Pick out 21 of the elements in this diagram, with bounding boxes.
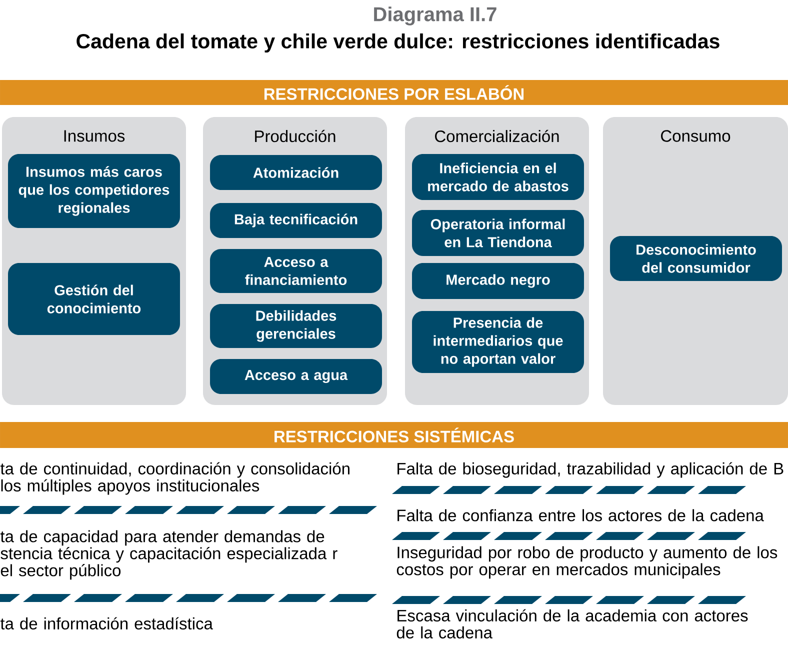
restriction-box: Gestión del conocimiento bbox=[8, 263, 180, 335]
restriction-box: Insumos más caros que los competidores regionales bbox=[8, 154, 180, 228]
restriction-box: Acceso a financiamiento bbox=[210, 249, 382, 293]
restriction-box: Atomización bbox=[210, 155, 382, 190]
restriction-text: Falta de confianza entre los actores de la cadena bbox=[398, 509, 764, 522]
restriction-box: Mercado negro bbox=[412, 263, 584, 299]
title: Diagrama II.7 bbox=[374, 6, 496, 26]
section-banner: RESTRICCIONES POR ESLABÓN bbox=[0, 80, 788, 105]
section-banner: RESTRICCIONES SISTÉMICAS bbox=[0, 422, 788, 448]
restriction-text: Inseguridad por robo de producto y aumento de los costos por operar en mercados municipales bbox=[396, 546, 778, 579]
restriction-box: Ineficiencia en el mercado de abastos bbox=[412, 154, 584, 200]
restriction-box: Presencia de intermediarios que no aportan valor bbox=[412, 311, 584, 373]
restriction-text: Escasa vinculación de la academia con actores de la cadena bbox=[396, 609, 748, 638]
restriction-box: Desconocimiento del consumidor bbox=[610, 236, 782, 281]
restriction-box: Acceso a agua bbox=[210, 359, 382, 394]
restriction-box: Debilidades gerenciales bbox=[210, 304, 382, 348]
caption: Cadena del tomate y chile verde dulce: restricciones identificadas bbox=[76, 33, 720, 53]
restriction-text: ta de capacidad para atender demandas de stencia técnica y capacitación especializada r el sector público bbox=[0, 530, 338, 580]
restriction-box: Operatoria informal en La Tiendona bbox=[412, 210, 584, 256]
restriction-box: Baja tecnificación bbox=[210, 203, 382, 238]
restriction-text: ta de información estadística bbox=[0, 617, 213, 630]
